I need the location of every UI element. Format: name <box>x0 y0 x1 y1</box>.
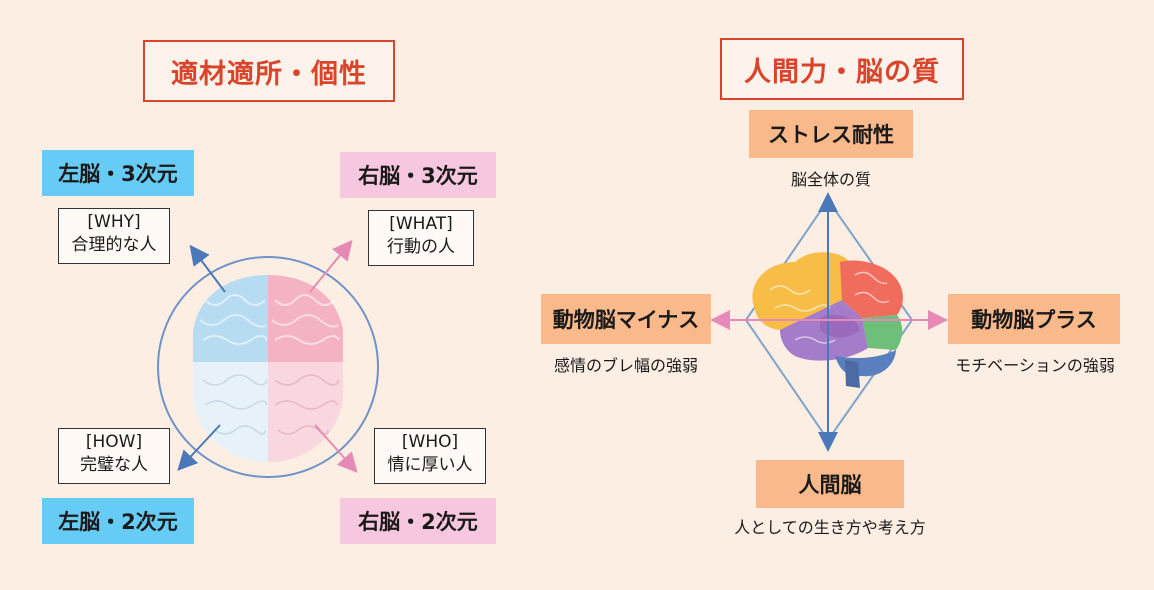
label-left-2d: 左脳・2次元 <box>42 498 194 544</box>
label-animal-minus-text: 動物脳マイナス <box>552 308 700 332</box>
label-right-2d: 右脳・2次元 <box>340 498 496 544</box>
desc-why: [WHY] 合理的な人 <box>58 208 170 264</box>
right-title-text: 人間力・脳の質 <box>744 56 940 88</box>
desc-what-text: 行動の人 <box>387 237 455 257</box>
arrow-bottom-left <box>177 424 221 471</box>
desc-what-tag: [WHAT] <box>389 214 453 234</box>
brain-top-right <box>268 275 343 362</box>
arrow-top-right <box>309 239 353 293</box>
arrow-top-left <box>189 244 226 293</box>
desc-what: [WHAT] 行動の人 <box>368 210 474 266</box>
label-human-brain-text: 人間脳 <box>798 473 862 497</box>
outer-circle <box>157 256 379 478</box>
desc-how: [HOW] 完璧な人 <box>58 428 170 484</box>
label-left-3d: 左脳・3次元 <box>42 150 194 196</box>
desc-how-tag: [HOW] <box>85 432 143 452</box>
left-title-text: 適材適所・個性 <box>171 58 367 90</box>
left-title: 適材適所・個性 <box>143 40 395 102</box>
brain-circle-group <box>157 256 379 478</box>
label-right-3d-text: 右脳・3次元 <box>358 164 478 188</box>
sub-animal-plus: モチベーションの強弱 <box>955 356 1115 375</box>
brain-top-left <box>193 275 268 362</box>
label-animal-plus-text: 動物脳プラス <box>971 308 1097 332</box>
desc-who-tag: [WHO] <box>401 432 459 452</box>
label-left-3d-text: 左脳・3次元 <box>58 162 178 186</box>
desc-why-text: 合理的な人 <box>71 235 157 255</box>
right-title: 人間力・脳の質 <box>720 38 964 100</box>
sub-human-brain: 人としての生き方や考え方 <box>734 518 926 537</box>
arrow-bottom-right <box>314 424 358 473</box>
label-animal-plus: 動物脳プラス <box>948 294 1120 344</box>
sub-stress: 脳全体の質 <box>790 170 871 189</box>
brain-bottom-left <box>193 362 268 462</box>
label-stress-text: ストレス耐性 <box>768 123 894 147</box>
label-animal-minus: 動物脳マイナス <box>541 294 711 344</box>
label-human-brain: 人間脳 <box>756 460 904 508</box>
sub-animal-minus: 感情のブレ幅の強弱 <box>553 356 698 375</box>
label-left-2d-text: 左脳・2次元 <box>58 510 178 534</box>
label-stress: ストレス耐性 <box>749 110 913 158</box>
desc-how-text: 完璧な人 <box>80 455 148 475</box>
desc-who: [WHO] 情に厚い人 <box>374 428 486 484</box>
desc-why-tag: [WHY] <box>87 212 141 232</box>
color-brain-illustration <box>752 252 903 388</box>
label-right-2d-text: 右脳・2次元 <box>358 510 478 534</box>
label-right-3d: 右脳・3次元 <box>340 152 496 198</box>
brain-bottom-right <box>268 362 343 462</box>
desc-who-text: 情に厚い人 <box>387 455 473 475</box>
